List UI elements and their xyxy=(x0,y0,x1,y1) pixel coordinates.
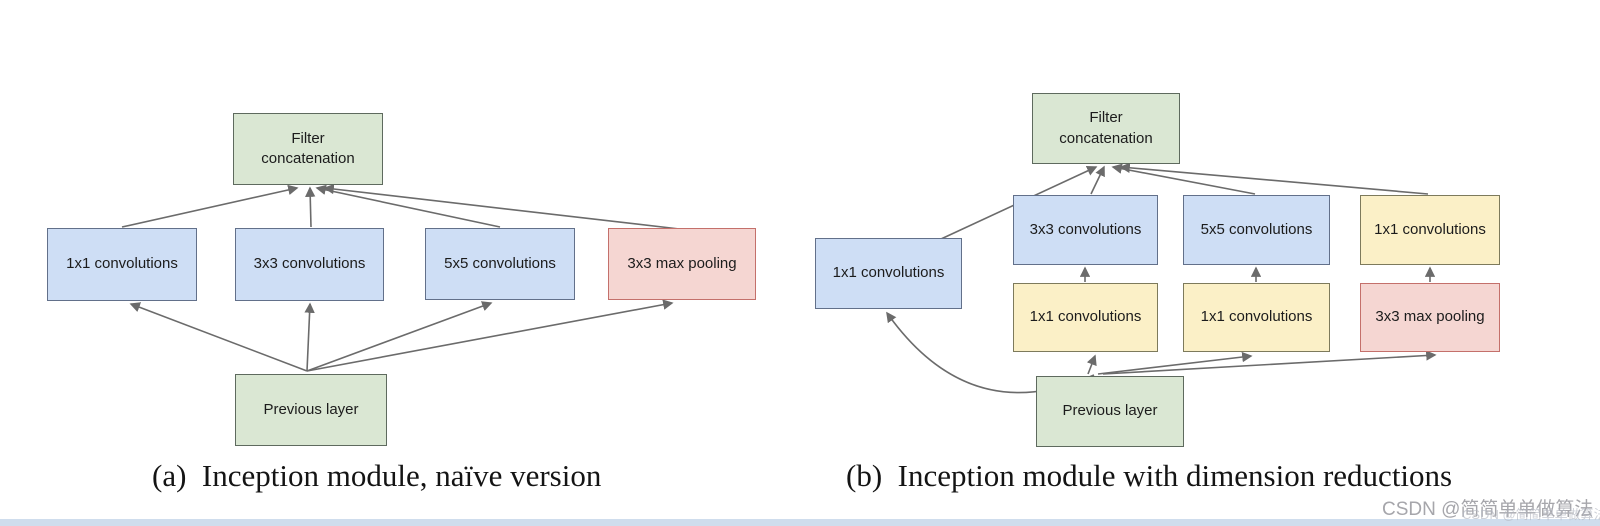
conv-1x1-reduce2-b: 1x1 convolutions xyxy=(1183,283,1330,352)
csdn-watermark: CSDN @简简单单做算法 xyxy=(1382,499,1594,520)
caption-b: (b) Inception module with dimension redu… xyxy=(846,458,1453,493)
arrow xyxy=(1102,350,1437,375)
arrow xyxy=(1119,162,1429,195)
conv-1x1-a: 1x1 convolutions xyxy=(47,228,197,301)
arrow xyxy=(323,183,689,231)
filter-concatenation-a: Filter concatenation xyxy=(233,113,383,185)
arrow xyxy=(304,302,315,372)
previous-layer-b: Previous layer xyxy=(1036,376,1184,447)
conv-3x3-a: 3x3 convolutions xyxy=(235,228,384,301)
arrow xyxy=(306,299,674,372)
conv-5x5-b: 5x5 convolutions xyxy=(1183,195,1330,265)
filter-concatenation-b: Filter concatenation xyxy=(1032,93,1180,164)
arrow xyxy=(121,184,299,228)
conv-1x1-left-b: 1x1 convolutions xyxy=(815,238,962,309)
conv-1x1-reduce1-b: 1x1 convolutions xyxy=(1013,283,1158,352)
conv-3x3-b: 3x3 convolutions xyxy=(1013,195,1158,265)
arrow xyxy=(1086,354,1097,375)
max-pooling-b: 3x3 max pooling xyxy=(1360,283,1500,352)
arrow xyxy=(1090,165,1105,195)
arrow xyxy=(129,302,308,372)
arrow xyxy=(306,301,493,372)
arrow xyxy=(315,184,501,228)
arrow xyxy=(305,186,316,228)
caption-a: (a) Inception module, naïve version xyxy=(152,458,602,493)
arrow xyxy=(1097,351,1253,375)
conv-5x5-a: 5x5 convolutions xyxy=(425,228,575,300)
arrow xyxy=(1111,163,1256,195)
conv-1x1-topright-b: 1x1 convolutions xyxy=(1360,195,1500,265)
previous-layer-a: Previous layer xyxy=(235,374,387,446)
csdn-watermark-echo: CSDN @简简单单做算法 xyxy=(1462,507,1600,522)
bottom-strip xyxy=(0,519,1600,526)
max-pooling-a: 3x3 max pooling xyxy=(608,228,756,300)
